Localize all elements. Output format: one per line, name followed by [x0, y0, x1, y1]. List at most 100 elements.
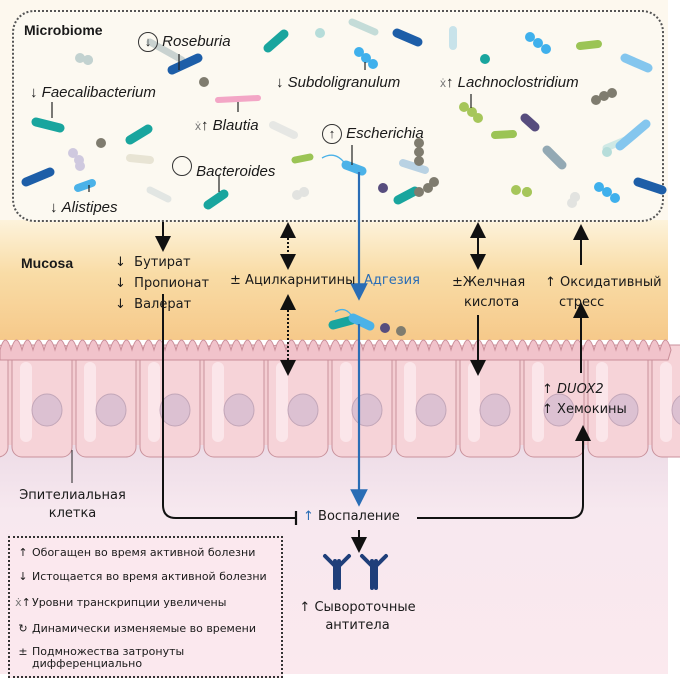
inflammation-to-chemokines-arrow — [417, 425, 591, 519]
down-arrow-icon: ↓ — [30, 84, 38, 101]
coccus-chain — [299, 187, 309, 197]
coccus-chain — [75, 53, 85, 63]
coccus-chain — [602, 187, 612, 197]
mucosa-heading: Mucosa — [21, 255, 74, 271]
up-arrow-icon: ↑ — [545, 275, 556, 290]
bacterium — [393, 186, 420, 205]
bacterium — [215, 95, 261, 103]
cell-highlight — [340, 362, 352, 442]
taxon-blautia: ẋ↑ Blautia — [195, 117, 259, 134]
coccus-chain — [75, 161, 85, 171]
serum-antibodies-label: ↑ Сывороточные антитела — [299, 600, 416, 633]
coccus-chain — [83, 55, 93, 65]
label-pointers — [51, 54, 472, 192]
coccus-chain — [522, 187, 532, 197]
flagellum — [334, 308, 354, 319]
bacterium — [126, 154, 154, 164]
bacterium — [167, 53, 203, 75]
nucleus — [159, 393, 191, 427]
bacterium — [633, 177, 667, 195]
cell-highlight — [404, 362, 416, 442]
bacteria-group — [21, 18, 667, 336]
taxon-alistipes: ↓ Alistipes — [50, 199, 118, 216]
cell-highlight — [276, 362, 288, 442]
oxidative-stress-label: ↑ Оксидативный стресс — [545, 275, 662, 310]
valerate-label: ↓ Валерат — [115, 297, 192, 312]
taxon-lachnoclostridium: ẋ↑ Lachnoclostridium — [440, 74, 579, 91]
taxon-roseburia: ↓ Roseburia — [138, 32, 231, 52]
nucleus — [223, 393, 255, 427]
bacterium — [615, 119, 651, 151]
bacterium — [269, 121, 298, 139]
coccus-chain — [459, 102, 469, 112]
down-arrow-icon: ↓ — [115, 297, 126, 312]
down-arrow-icon: ↓ — [276, 74, 284, 91]
microbiome-heading: Microbiome — [24, 22, 103, 38]
coccus-chain — [541, 44, 551, 54]
dynamic-down-icon: ↓ — [138, 32, 158, 52]
nucleus — [31, 393, 63, 427]
cell-highlight — [212, 362, 224, 442]
cell-highlight — [660, 362, 672, 442]
coccus-chain — [599, 91, 609, 101]
nucleus — [543, 393, 575, 427]
coccus — [480, 54, 490, 64]
bacterium — [491, 130, 517, 139]
down-arrow-icon: ↓ — [50, 199, 58, 216]
dynamic-up-icon: ↑ — [322, 124, 342, 144]
coccus-chain — [570, 192, 580, 202]
plus-minus-icon: ± — [452, 275, 463, 290]
taxon-escherichia: ↑ Escherichia — [322, 124, 424, 144]
bacterium — [21, 167, 55, 187]
plus-minus-icon: ± — [230, 273, 241, 288]
antibody-icon — [360, 554, 388, 590]
epithelial-cell — [0, 344, 9, 458]
plus-minus-icon: ± — [18, 645, 28, 658]
propionate-label: ↓ Пропионат — [115, 276, 210, 291]
bacterium — [31, 117, 65, 133]
flagellum — [321, 154, 347, 166]
coccus — [602, 147, 612, 157]
bacterium — [146, 186, 172, 203]
host-genes: ↑ DUOX2 ↑ Хемокины — [542, 380, 627, 420]
scfa-inhibition-line — [162, 294, 296, 519]
bacterium — [542, 145, 567, 170]
cell-highlight — [148, 362, 160, 442]
coccus-chain — [610, 193, 620, 203]
nucleus — [415, 393, 447, 427]
dynamic-icon: ↻ — [18, 622, 28, 635]
down-arrow-icon: ↓ — [115, 276, 126, 291]
cell-highlight — [532, 362, 544, 442]
nucleus — [671, 395, 680, 425]
bacterium — [348, 18, 379, 36]
cell-highlight — [596, 362, 608, 442]
legend-item-depleted: ↓Истощается во время активной болезни — [14, 570, 266, 583]
taxon-bacteroides: Bacteroides — [172, 156, 275, 180]
bacterium — [203, 189, 229, 210]
adhesion-label: Адгезия — [364, 273, 420, 288]
coccus — [378, 183, 388, 193]
dna-icon: ẋ — [195, 119, 201, 133]
cell-highlight — [20, 362, 32, 442]
coccus-chain — [429, 177, 439, 187]
coccus-chain — [68, 148, 78, 158]
coccus-chain — [473, 113, 483, 123]
up-arrow-icon: ↑ — [446, 74, 454, 91]
up-arrow-icon: ↑ — [18, 546, 28, 559]
antibody-icons — [323, 554, 388, 590]
nucleus — [607, 393, 639, 427]
coccus-chain — [533, 38, 543, 48]
bacterium — [520, 113, 540, 132]
epithelium — [0, 339, 680, 458]
bacterium — [125, 124, 153, 145]
coccus-chain — [591, 95, 601, 105]
nucleus — [479, 393, 511, 427]
butyrate-label: ↓ Бутират — [115, 255, 191, 270]
taxon-subdoligranulum: ↓ Subdoligranulum — [276, 74, 401, 91]
coccus — [315, 28, 325, 38]
coccus-chain — [414, 138, 424, 148]
coccus-chain — [414, 187, 424, 197]
nucleus — [287, 393, 319, 427]
